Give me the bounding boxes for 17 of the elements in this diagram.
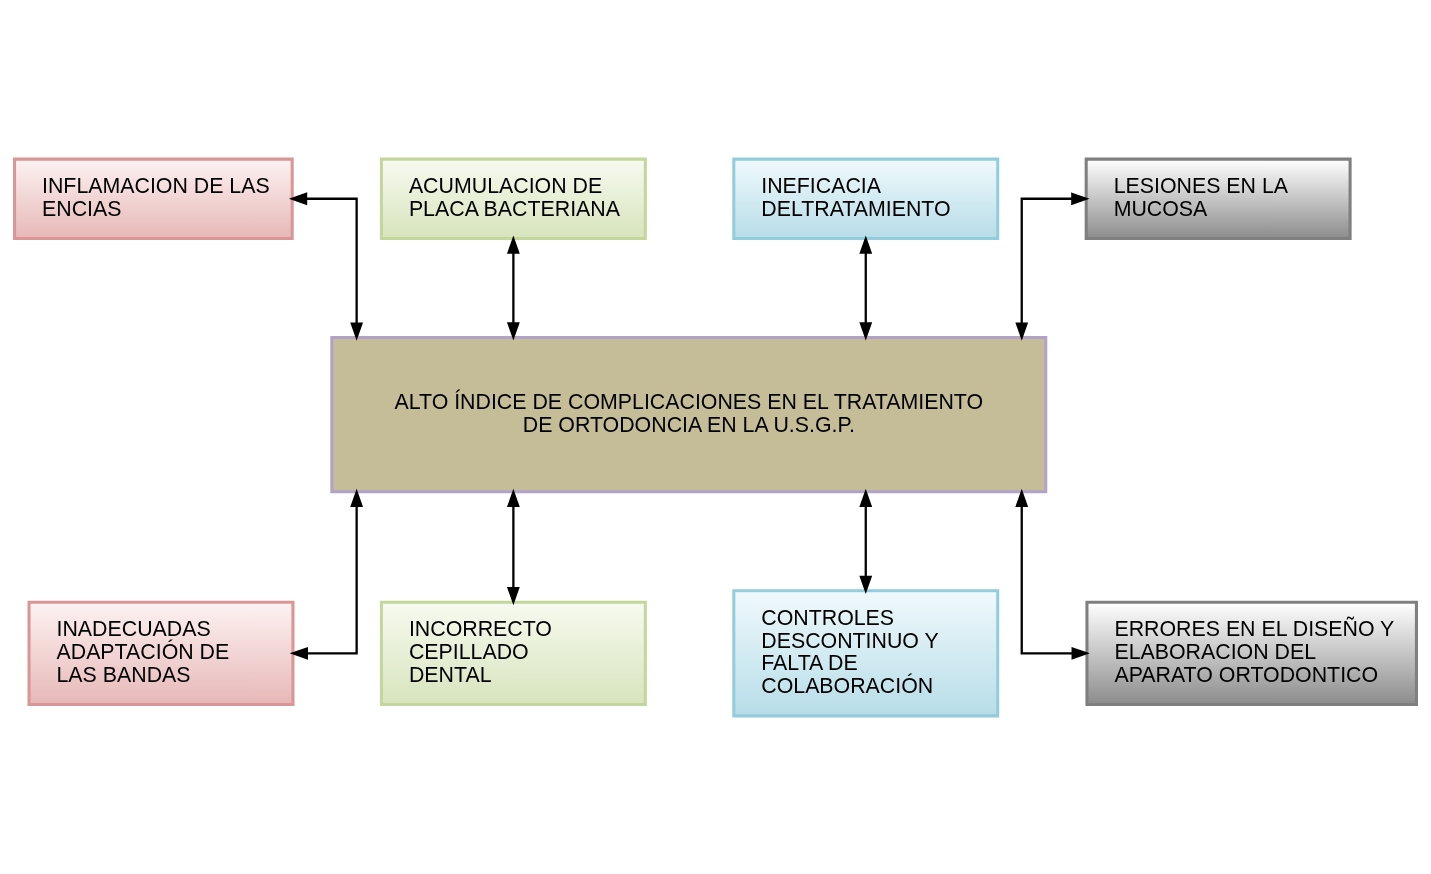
arrow	[859, 488, 873, 594]
node-box: ALTO ÍNDICE DE COMPLICACIONES EN EL TRATAMIENTO DE ORTODONCIA EN LA U.S.G.P.	[330, 335, 1048, 493]
arrow	[288, 191, 364, 341]
node-box: ACUMULACION DE PLACA BACTERIANA	[379, 157, 647, 240]
node-box: ERRORES EN EL DISEÑO Y ELABORACION DEL APARATO ORTODONTICO	[1085, 600, 1418, 706]
node-box: INFLAMACION DE LAS ENCIAS	[13, 157, 294, 240]
arrow	[1015, 488, 1090, 660]
node-box: INADECUADAS ADAPTACIÓN DE LAS BANDAS	[27, 600, 295, 706]
arrow	[506, 488, 520, 605]
node-box: INCORRECTO CEPILLADO DENTAL	[379, 600, 647, 706]
arrow	[289, 488, 364, 660]
arrow	[506, 234, 520, 341]
node-box: CONTROLES DESCONTINUO Y FALTA DE COLABORACIÓN	[732, 588, 1000, 717]
node-box: LESIONES EN LA MUCOSA	[1084, 157, 1352, 240]
arrow	[859, 234, 873, 341]
arrow	[1015, 191, 1090, 341]
node-box: INEFICACIA DELTRATAMIENTO	[732, 157, 1000, 240]
